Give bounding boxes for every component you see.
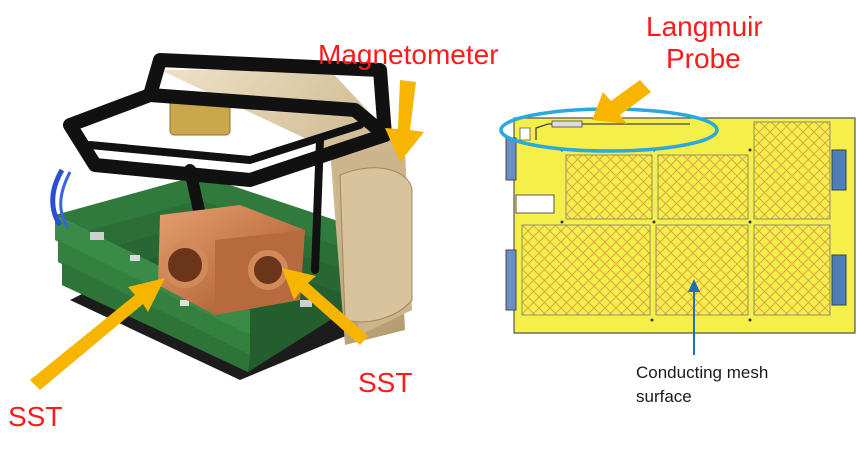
- langmuir-label-line1: Langmuir: [646, 11, 763, 42]
- arrows-photo: [30, 80, 424, 390]
- sst-left-label: SST: [8, 401, 63, 432]
- mesh-cells: [521, 121, 831, 316]
- langmuir-probe: [519, 120, 690, 141]
- sst-copper-block: [158, 205, 305, 315]
- sst-left-arrow: [30, 278, 165, 390]
- panel-drawing: [499, 107, 856, 334]
- instrument-photo: [50, 53, 413, 380]
- langmuir-label-line2: Probe: [666, 43, 741, 74]
- magnetometer-label: Magnetometer: [318, 39, 499, 70]
- mesh-label-line2: surface: [636, 387, 692, 406]
- mesh-label-line1: Conducting mesh: [636, 363, 769, 382]
- wire-bundle: [50, 168, 65, 227]
- sst-right-label: SST: [358, 367, 413, 398]
- sst-right-arrow: [282, 268, 368, 345]
- magnetometer-arrow: [385, 80, 424, 162]
- langmuir-arrow: [592, 80, 651, 124]
- mesh-pointer: [688, 279, 700, 355]
